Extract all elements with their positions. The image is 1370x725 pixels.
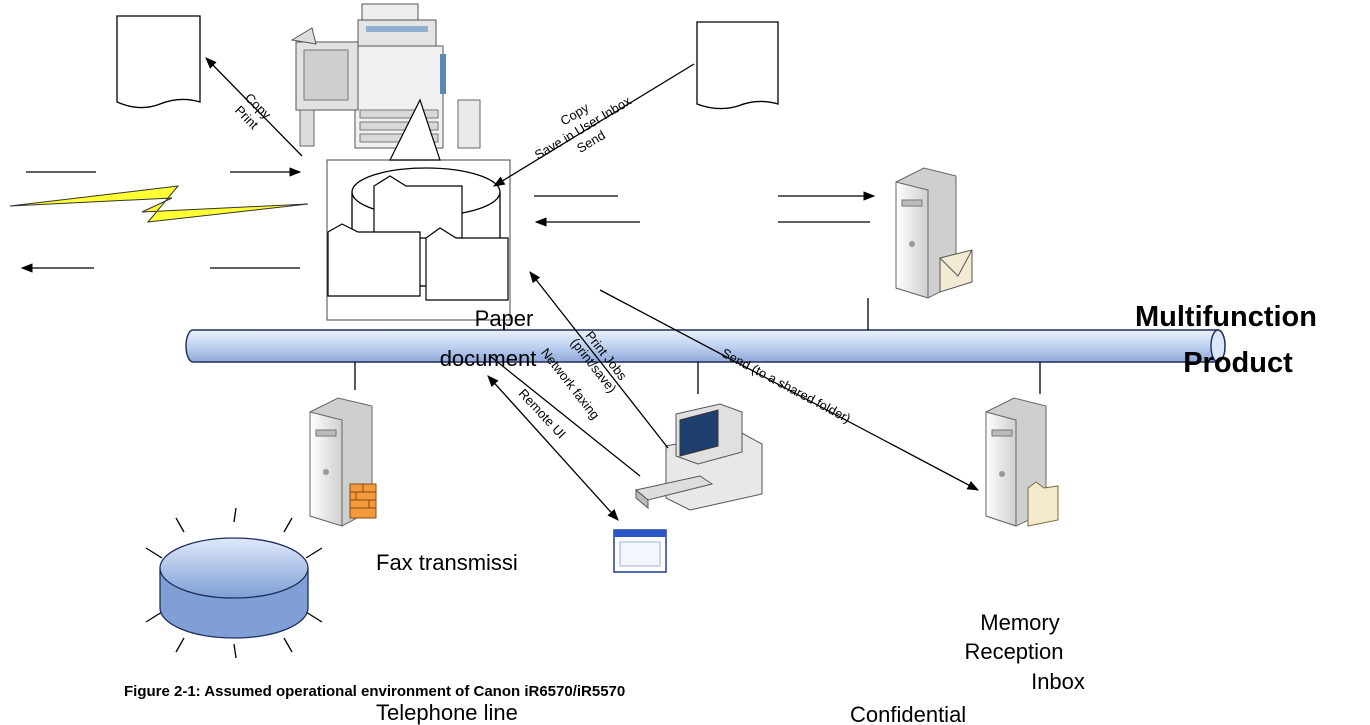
- printer-icon: [290, 3, 481, 149]
- confidential-label: Confidential: [850, 702, 966, 725]
- memory-reception-label-line2: Reception: [964, 639, 1063, 664]
- lightning-icon: [9, 185, 309, 223]
- telephone-line-label: Telephone line: [376, 700, 518, 725]
- memory-reception-label-line1: Memory: [980, 610, 1059, 635]
- mfp-label-line2: Product: [1183, 347, 1293, 379]
- workstation-icon: [634, 403, 763, 511]
- document-icon: [696, 21, 779, 110]
- document-icon: [116, 15, 201, 109]
- paper-document-label-line1: Paper: [475, 306, 534, 331]
- mail-icon: [939, 249, 973, 293]
- paper-document-label-line2: document: [440, 346, 537, 371]
- database-icon: [145, 507, 323, 659]
- folder-icon: [425, 227, 509, 301]
- folder-icon: [327, 223, 421, 297]
- mfp-label-line1: Multifunction: [1135, 301, 1317, 333]
- firewall-icon: [349, 483, 377, 519]
- figure-caption: Figure 2-1: Assumed operational environm…: [124, 683, 625, 700]
- browser-window-icon: [613, 529, 667, 573]
- folder-icon: [1027, 481, 1059, 527]
- fax-transmission-label: Fax transmissi: [376, 550, 518, 575]
- memory-reception-label-line3: Inbox: [1031, 669, 1085, 694]
